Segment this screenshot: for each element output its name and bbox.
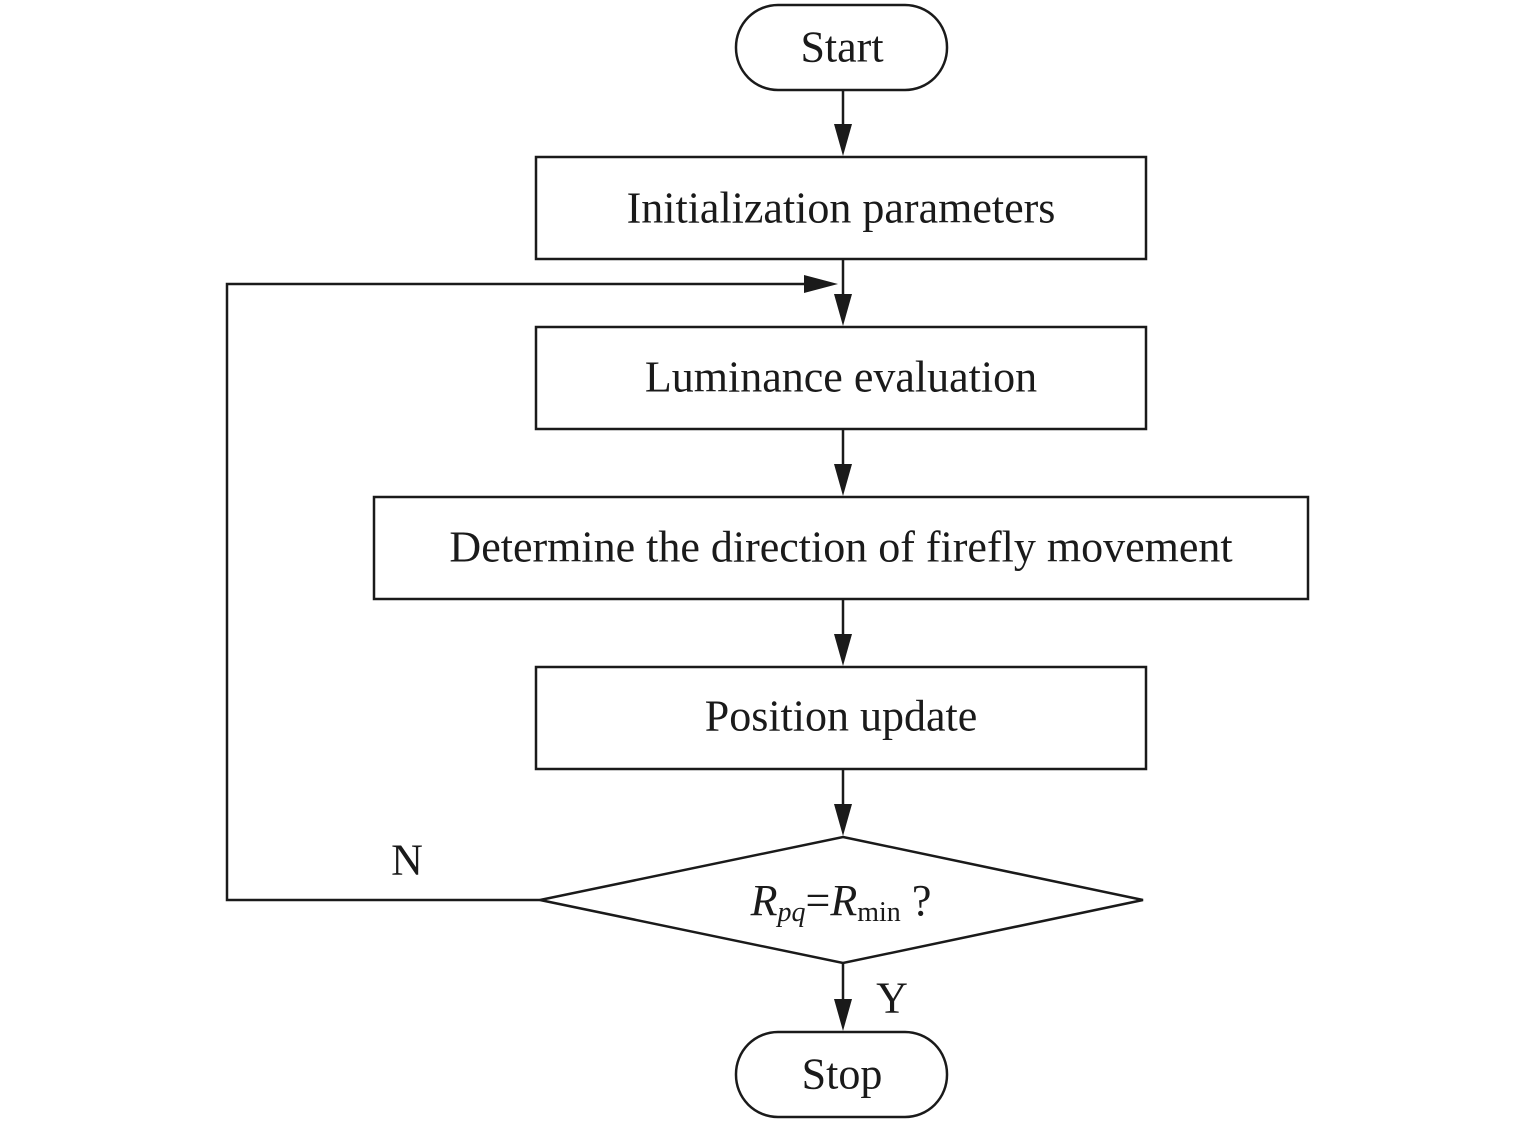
decision-rhs-sub: min <box>857 897 901 928</box>
arrowhead-start-to-init <box>834 124 852 156</box>
node-position: Position update <box>534 665 1148 771</box>
edge-label-yes: Y <box>876 974 908 1023</box>
init-label: Initialization parameters <box>627 184 1056 233</box>
node-stop: Stop <box>734 1030 949 1119</box>
position-label: Position update <box>705 692 978 741</box>
direction-label: Determine the direction of firefly movem… <box>449 523 1232 572</box>
arrowhead-direction-to-position <box>834 634 852 666</box>
stop-label: Stop <box>802 1050 883 1099</box>
node-decision: Rpq=Rmin ? <box>539 835 1144 965</box>
luminance-label: Luminance evaluation <box>645 353 1037 402</box>
node-start: Start <box>734 3 949 92</box>
arrowhead-luminance-to-direction <box>834 464 852 496</box>
decision-rhs-main: R <box>829 876 857 925</box>
start-label: Start <box>800 23 883 72</box>
start-terminator-shape <box>734 3 949 92</box>
decision-lhs-main: R <box>750 876 778 925</box>
decision-condition: Rpq=Rmin ? <box>750 876 932 928</box>
node-luminance: Luminance evaluation <box>534 325 1148 431</box>
decision-equals: = <box>806 876 831 925</box>
decision-lhs-sub: pq <box>776 897 806 928</box>
direction-process-box <box>372 495 1310 601</box>
arrowhead-position-to-decision <box>834 804 852 836</box>
init-process-box <box>534 155 1148 261</box>
node-init: Initialization parameters <box>534 155 1148 261</box>
luminance-process-box <box>534 325 1148 431</box>
edges <box>225 90 852 1031</box>
decision-question: ? <box>901 876 932 925</box>
arrowhead-decision-to-stop <box>834 999 852 1031</box>
arrowhead-init-to-luminance <box>834 294 852 326</box>
stop-terminator-shape <box>734 1030 949 1119</box>
position-process-box <box>534 665 1148 771</box>
arrowhead-loop-back <box>804 275 838 293</box>
edge-decision-loop-back <box>225 282 812 902</box>
edge-label-no: N <box>391 836 423 885</box>
node-direction: Determine the direction of firefly movem… <box>372 495 1310 601</box>
decision-diamond-shape <box>539 835 1144 965</box>
